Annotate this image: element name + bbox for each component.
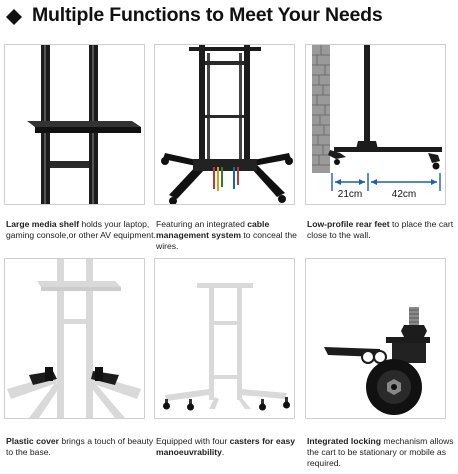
dimension-21cm: 21cm [338,189,362,200]
caption-cable-management: Featuring an integrated cable management… [156,219,306,252]
media-shelf-image [4,44,145,205]
casters-image [154,258,295,419]
rear-feet-image: 21cm 42cm [305,44,446,205]
caption-locking: Integrated locking mechanism allows the … [307,436,457,469]
caption-bold: Low-profile rear feet [307,219,390,229]
locking-caster-image [305,258,446,419]
caption-bold: Plastic cover [6,436,60,446]
caption-bold: Integrated locking [307,436,382,446]
caption-text: mechanism allows the cart to be stationa… [307,436,454,468]
caption-bold: cable management system [156,219,270,240]
caption-prefix: Equipped with four [156,436,230,446]
header: Multiple Functions to Meet Your Needs [0,0,458,34]
caption-prefix: Featuring an integrated [156,219,248,229]
caption-rear-feet: Low-profile rear feet to place the cart … [307,219,457,241]
caption-bold: casters for easy manoeuvrability [156,436,296,457]
caption-text: holds your laptop, gaming console,or oth… [6,219,156,240]
caption-plastic-cover: Plastic cover brings a touch of beauty t… [6,436,156,458]
caption-bold: Large media shelf [6,219,80,229]
diamond-icon [6,9,22,25]
caption-text: brings a touch of beauty to the base. [6,436,154,457]
caption-casters: Equipped with four casters for easy mano… [156,436,306,458]
caption-media-shelf: Large media shelf holds your laptop, gam… [6,219,156,241]
caption-text: to place the cart close to the wall. [307,219,454,240]
cable-management-image [154,44,295,205]
caption-text: . [221,447,225,457]
page-title: Multiple Functions to Meet Your Needs [32,4,383,26]
plastic-cover-image [4,258,145,419]
dimension-42cm: 42cm [392,189,416,200]
caption-text: to conceal the wires. [156,230,297,251]
